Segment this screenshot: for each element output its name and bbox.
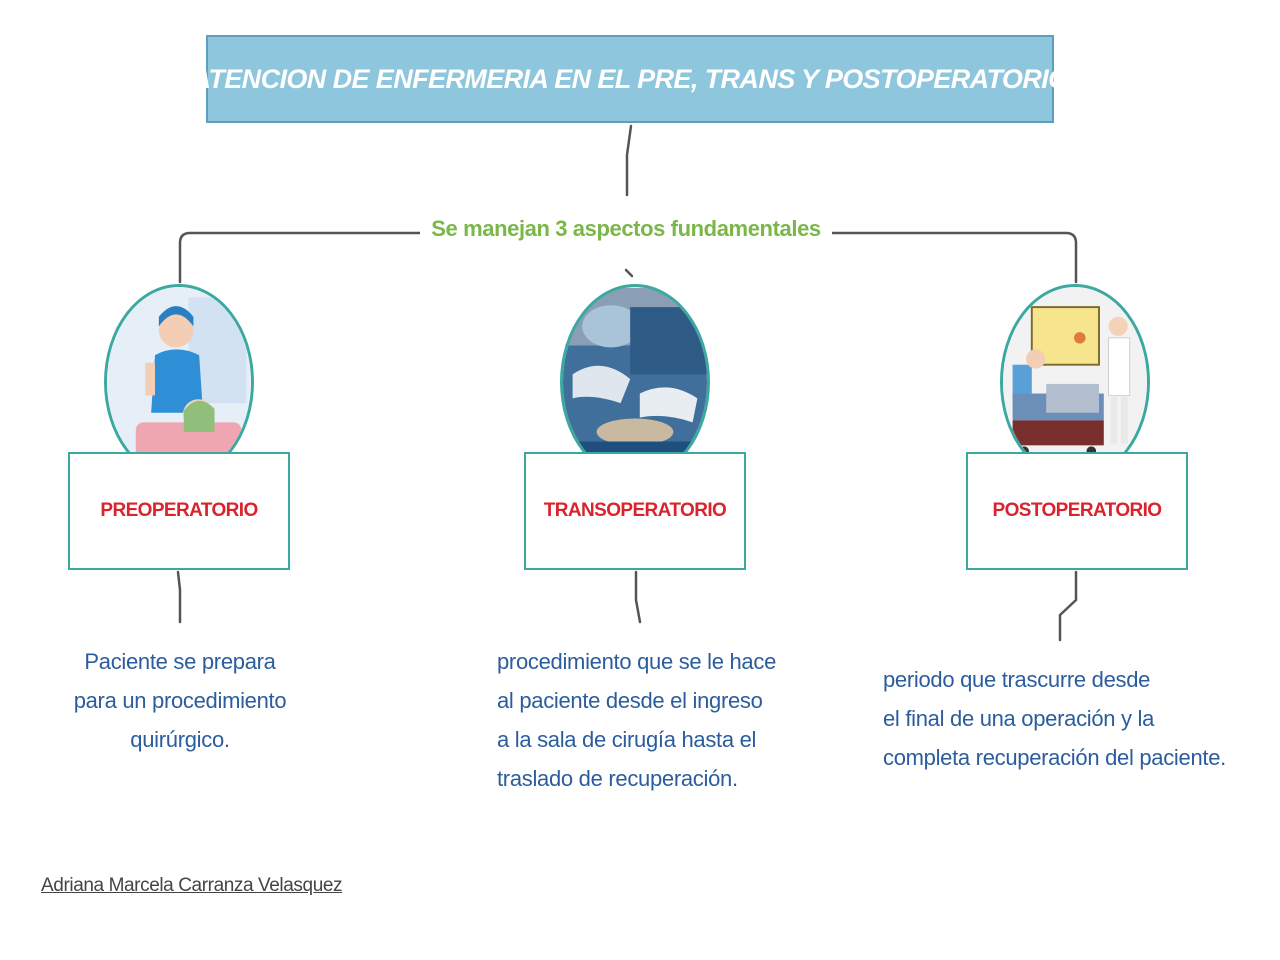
description-line: el final de una operación y la [883,706,1155,731]
node-box-preoperatorio: PREOPERATORIO [68,452,290,570]
description-line: Paciente se prepara [84,649,276,674]
page-title: ATENCION DE ENFERMERIA EN EL PRE, TRANS … [191,63,1069,94]
description-preoperatorio: Paciente se prepara para un procedimient… [40,642,320,759]
description-line: periodo que trascurre desde [883,667,1151,692]
node-label-preoperatorio: PREOPERATORIO [100,500,258,521]
surgery-photo [563,287,707,477]
connector-post-to-text [1058,570,1078,642]
subtitle: Se manejan 3 aspectos fundamentales [420,216,832,242]
nurse-with-patient-illustration [107,287,251,477]
connector-subtitle-right [820,231,1078,284]
node-box-postoperatorio: POSTOPERATORIO [966,452,1188,570]
description-line: completa recuperación del paciente. [883,745,1226,770]
postoperatorio-image [1000,284,1150,480]
node-label-transoperatorio: TRANSOPERATORIO [543,500,727,521]
description-line: procedimiento que se le hace [497,649,777,674]
transoperatorio-image [560,284,710,480]
connector-pre-to-text [176,570,182,624]
connector-title-to-subtitle [625,124,633,197]
node-box-transoperatorio: TRANSOPERATORIO [524,452,746,570]
patient-in-bed-with-doctor-illustration [1003,287,1147,477]
description-line: a la sala de cirugía hasta el [497,727,757,752]
description-line: al paciente desde el ingreso [497,688,763,713]
node-label-postoperatorio: POSTOPERATORIO [992,500,1163,521]
description-transoperatorio: procedimiento que se le hace al paciente… [497,642,776,798]
connector-trans-to-text [634,570,642,624]
connector-subtitle-left [178,231,422,284]
description-line: para un procedimiento [73,688,287,713]
description-line: quirúrgico. [130,727,230,752]
title-box: ATENCION DE ENFERMERIA EN EL PRE, TRANS … [191,35,1069,123]
preoperatorio-image [104,284,254,480]
description-line: traslado de recuperación. [497,766,738,791]
connector-subtitle-center [624,268,634,278]
description-postoperatorio: periodo que trascurre desde el final de … [883,660,1226,777]
author-link[interactable]: Adriana Marcela Carranza Velasquez [41,875,343,896]
